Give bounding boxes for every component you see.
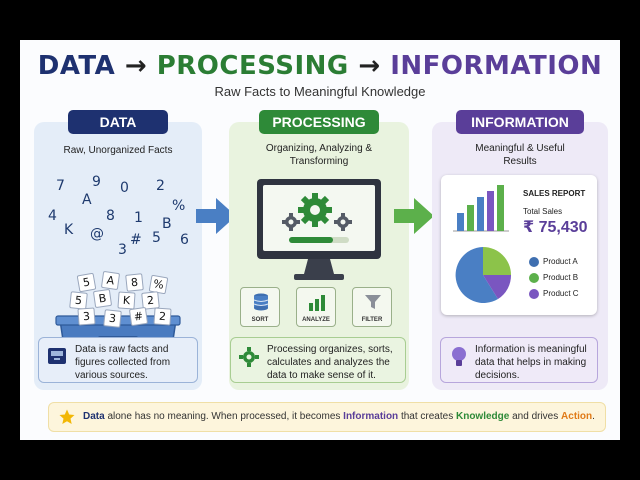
raw-symbol: 8 (106, 208, 115, 224)
data-ticket: 3 (77, 307, 96, 326)
data-ticket: B (92, 288, 113, 309)
title-arrow-2: → (358, 51, 381, 81)
sort-label: SORT (251, 317, 269, 323)
analyze-tool: ANALYZE (296, 287, 336, 327)
raw-symbol: 2 (156, 178, 165, 194)
data-description: Raw, Unorganized Facts (63, 145, 173, 156)
legend-product-b: Product B (529, 273, 578, 283)
raw-symbol: @ (90, 226, 104, 242)
footer-knowledge-word: Knowledge (455, 411, 510, 422)
data-note: Data is raw facts and figures collected … (38, 337, 198, 383)
bar-chart-icon (309, 295, 325, 311)
total-sales-value: ₹ 75,430 (523, 219, 588, 236)
processing-header-pill: PROCESSING (259, 110, 379, 134)
pie-chart-icon (455, 247, 512, 303)
information-header-pill: INFORMATION (456, 110, 584, 134)
inbox-tray-icon (48, 348, 66, 364)
information-note: Information is meaningful data that help… (440, 337, 598, 383)
data-ticket: 5 (76, 272, 97, 293)
footer-action-word: Action (561, 411, 593, 422)
total-sales-label: Total Sales (523, 207, 563, 216)
bar-chart-icon (453, 185, 509, 232)
data-ticket: # (128, 306, 149, 327)
raw-symbol: 9 (92, 174, 101, 190)
report-title: SALES REPORT (523, 189, 586, 198)
check-icon (529, 289, 539, 299)
legend-product-c: Product C (529, 289, 579, 299)
data-ticket: K (117, 291, 136, 310)
gear-icon (239, 347, 259, 367)
raw-symbol: 1 (134, 210, 143, 226)
raw-symbol: 0 (120, 180, 129, 196)
check-icon (529, 273, 539, 283)
gear-icon (282, 193, 352, 231)
raw-symbol: K (64, 222, 74, 238)
filter-tool: FILTER (352, 287, 392, 327)
footer-text: Data alone has no meaning. When processe… (83, 411, 595, 422)
lightbulb-icon (452, 347, 466, 366)
raw-symbol: # (130, 232, 142, 248)
title-information: INFORMATION (390, 51, 603, 81)
infographic-card: DATA → PROCESSING → INFORMATION Raw Fact… (20, 40, 620, 440)
filter-label: FILTER (361, 317, 383, 323)
information-note-text: Information is meaningful data that help… (475, 344, 587, 381)
data-ticket: A (100, 270, 121, 291)
star-icon (59, 409, 75, 424)
raw-symbol: 7 (56, 178, 65, 194)
footer-data-word: Data (83, 411, 105, 422)
raw-symbol: B (162, 216, 172, 232)
arrow-right-icon (394, 198, 434, 234)
data-ticket: 2 (153, 307, 172, 326)
data-ticket: 8 (125, 273, 144, 292)
analyze-label: ANALYZE (302, 317, 330, 323)
sort-tool: SORT (240, 287, 280, 327)
sales-report-card: SALES REPORT Total Sales ₹ 75,430 Produc… (441, 175, 597, 315)
data-ticket: 3 (103, 309, 122, 328)
data-header-pill: DATA (68, 110, 168, 134)
processing-note: Processing organizes, sorts, calculates … (230, 337, 406, 383)
page-subtitle: Raw Facts to Meaningful Knowledge (214, 84, 426, 99)
information-description: Meaningful & Useful Results (475, 143, 565, 167)
title-processing: PROCESSING (156, 51, 349, 81)
arrow-right-icon (196, 198, 236, 234)
raw-symbol: 4 (48, 208, 57, 224)
title-data: DATA (37, 51, 116, 81)
footer-information-word: Information (343, 411, 399, 422)
raw-symbol: % (172, 198, 186, 214)
database-icon (253, 293, 269, 311)
raw-symbol: 3 (118, 242, 127, 258)
title-arrow-1: → (124, 51, 148, 81)
footer-banner: Data alone has no meaning. When processe… (48, 402, 606, 432)
raw-symbol: 5 (152, 230, 161, 246)
page-title: DATA → PROCESSING → INFORMATION (20, 50, 620, 82)
processing-description: Organizing, Analyzing & Transforming (265, 143, 373, 167)
check-icon (529, 257, 539, 267)
raw-symbol: 6 (180, 232, 189, 248)
data-note-text: Data is raw facts and figures collected … (75, 344, 171, 381)
raw-symbol: A (82, 192, 92, 208)
processing-note-text: Processing organizes, sorts, calculates … (267, 344, 393, 381)
filter-icon (365, 295, 381, 309)
legend-product-a: Product A (529, 257, 578, 267)
